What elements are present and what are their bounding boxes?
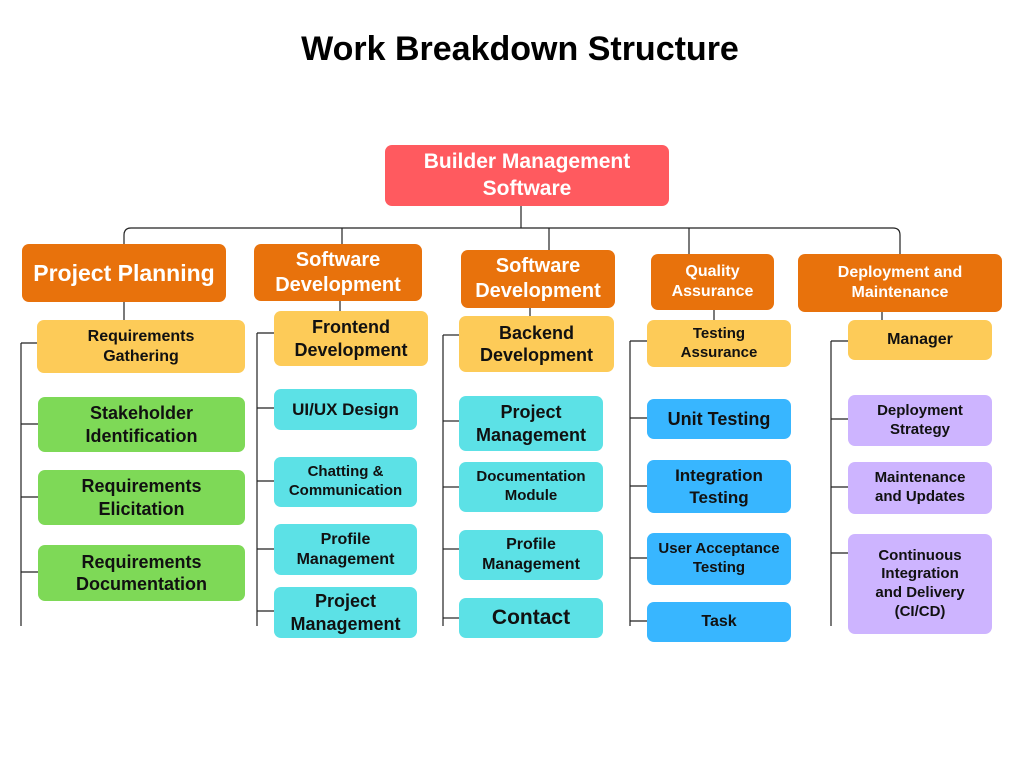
- item-requirements-elicitation: Requirements Elicitation: [38, 470, 245, 525]
- item-frontend-development: Frontend Development: [274, 311, 428, 366]
- diagram-title: Work Breakdown Structure: [301, 30, 739, 68]
- item-testing-assurance: Testing Assurance: [647, 320, 791, 367]
- item-requirements-documentation: Requirements Documentation: [38, 545, 245, 601]
- root-node: Builder Management Software: [385, 145, 669, 206]
- item-manager: Manager: [848, 320, 992, 360]
- item-deployment-strategy: Deployment Strategy: [848, 395, 992, 446]
- item-stakeholder-identification: Stakeholder Identification: [38, 397, 245, 452]
- item-user-acceptance-testing: User Acceptance Testing: [647, 533, 791, 585]
- category-quality-assurance: Quality Assurance: [651, 254, 774, 310]
- item-requirements-gathering: Requirements Gathering: [37, 320, 245, 373]
- category-software-development-backend: Software Development: [461, 250, 615, 308]
- item-integration-testing: Integration Testing: [647, 460, 791, 513]
- item-contact: Contact: [459, 598, 603, 638]
- item-profile-management-backend: Profile Management: [459, 530, 603, 580]
- item-maintenance-updates: Maintenance and Updates: [848, 462, 992, 514]
- item-profile-management-frontend: Profile Management: [274, 524, 417, 575]
- item-ui-ux-design: UI/UX Design: [274, 389, 417, 430]
- item-project-management-backend: Project Management: [459, 396, 603, 451]
- item-project-management-frontend: Project Management: [274, 587, 417, 638]
- item-documentation-module: Documentation Module: [459, 462, 603, 512]
- item-chatting-communication: Chatting & Communication: [274, 457, 417, 507]
- category-project-planning: Project Planning: [22, 244, 226, 302]
- item-ci-cd: Continuous Integration and Delivery (CI/…: [848, 534, 992, 634]
- item-backend-development: Backend Development: [459, 316, 614, 372]
- category-software-development-frontend: Software Development: [254, 244, 422, 301]
- item-task: Task: [647, 602, 791, 642]
- category-deployment-maintenance: Deployment and Maintenance: [798, 254, 1002, 312]
- item-unit-testing: Unit Testing: [647, 399, 791, 439]
